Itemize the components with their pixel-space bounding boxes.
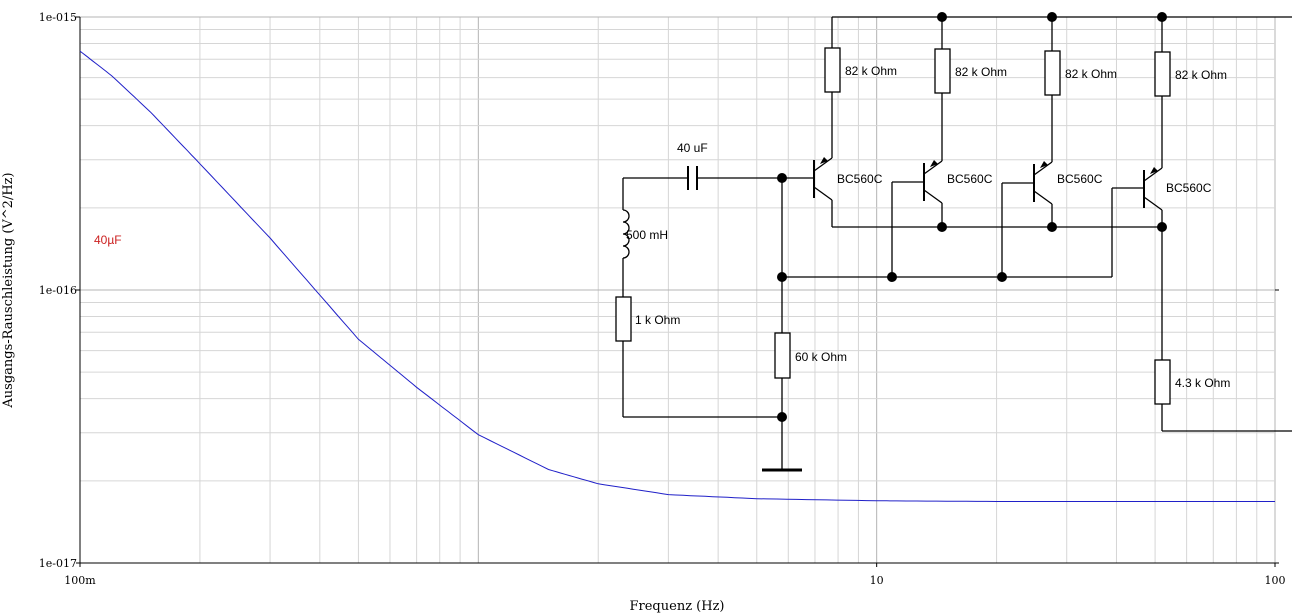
transistor-1: [813, 145, 833, 227]
bias-resistor: [774, 332, 791, 379]
capacitor-label: 40 uF: [677, 141, 708, 155]
collector-resistor-3: [1044, 50, 1061, 96]
output-resistor: [1154, 359, 1171, 405]
transistor-4: [1143, 158, 1163, 227]
transistor-label-2: BC560C: [947, 172, 993, 186]
collector-resistor-2: [934, 48, 951, 94]
collector-resistor-label-2: 82 k Ohm: [955, 65, 1007, 79]
tick-labels: 100m 10 100 1e-015 1e-016 1e-017: [39, 11, 1286, 587]
collector-resistor-4: [1154, 51, 1171, 97]
transistor-label-4: BC560C: [1166, 181, 1212, 195]
collector-resistor-label-1: 82 k Ohm: [845, 64, 897, 78]
series-group: [79, 50, 1275, 502]
schematic-labels: 40 uF 500 mH 1 k Ohm 60 k Ohm 82 k Ohm 8…: [626, 64, 1230, 390]
y-tick-label: 1e-015: [39, 11, 77, 24]
y-tick-label: 1e-016: [39, 284, 77, 297]
transistor-label-3: BC560C: [1057, 172, 1103, 186]
series-line: [79, 50, 1275, 502]
input-resistor-label: 1 k Ohm: [635, 313, 680, 327]
inductor-label: 500 mH: [626, 228, 668, 242]
grid-lines: [79, 16, 1276, 564]
collector-resistor-label-4: 82 k Ohm: [1175, 68, 1227, 82]
transistor-label-1: BC560C: [837, 172, 883, 186]
collector-resistor-label-3: 82 k Ohm: [1065, 67, 1117, 81]
input-resistor: [615, 296, 632, 342]
inductor: [622, 209, 630, 259]
y-axis-title: Ausgangs-Rauschleistung (V^2/Hz): [1, 172, 16, 408]
output-resistor-label: 4.3 k Ohm: [1175, 376, 1230, 390]
y-tick-label: 1e-017: [39, 557, 77, 570]
junction-dots: [777, 12, 1167, 422]
series-annotation: 40µF: [94, 233, 122, 247]
bias-resistor-label: 60 k Ohm: [795, 350, 847, 364]
x-axis-title: Frequenz (Hz): [630, 599, 725, 614]
circuit-schematic: [615, 12, 1292, 472]
collector-resistor-1: [824, 47, 841, 93]
x-tick-label: 100m: [64, 574, 96, 587]
transistor-3: [1033, 150, 1053, 227]
x-tick-label: 100: [1265, 574, 1286, 587]
x-tick-label: 10: [870, 574, 884, 587]
